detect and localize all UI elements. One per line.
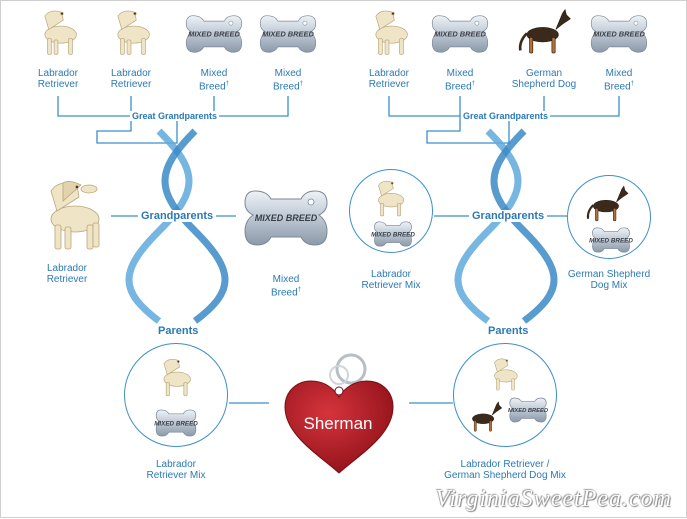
tag-text: MIXED BREED	[434, 30, 486, 39]
great-grandparent-3	[509, 7, 579, 62]
parent-right-circle: MIXED BREED	[453, 343, 557, 447]
mixed-breed-tag-icon: MIXED BREED	[429, 13, 491, 55]
great-grandparent-label: Mixed Breed†	[248, 68, 328, 92]
tag-text: MIXED BREED	[593, 30, 645, 39]
dog-name: Sherman	[299, 414, 377, 434]
great-grandparent-1	[354, 7, 424, 62]
german-shepherd-icon	[516, 7, 572, 57]
mixed-breed-tag-icon: MIXED BREED	[241, 187, 331, 249]
left-grandparents-title: Grandparents	[138, 210, 216, 222]
right-grandparent-left-circle: MIXED BREED	[349, 169, 433, 253]
labrador-icon	[361, 7, 417, 57]
left-dna-helix	[129, 131, 225, 321]
great-grandparent-4: MIXED BREED	[253, 13, 323, 60]
great-grandparent-2: MIXED BREED	[425, 13, 495, 60]
great-grandparent-2	[96, 7, 166, 62]
labrador-icon	[103, 7, 159, 57]
left-grandparent-label: Labrador Retriever	[37, 263, 97, 285]
german-shepherd-icon	[584, 184, 630, 224]
great-grandparent-3: MIXED BREED	[179, 13, 249, 60]
tag-text: MIXED BREED	[262, 30, 314, 39]
parents-title-left: Parents	[155, 325, 201, 337]
great-grandparent-label: Mixed Breed†	[579, 68, 659, 92]
labrador-icon	[484, 356, 524, 392]
great-grandparent-label: Labrador Retriever	[349, 68, 429, 90]
mixed-breed-tag-icon: MIXED BREED	[508, 396, 548, 424]
tag-text: MIXED BREED	[188, 30, 240, 39]
mixed-breed-tag-icon: MIXED BREED	[590, 226, 632, 254]
right-grandparent-right-circle: MIXED BREED	[567, 175, 651, 259]
mixed-breed-tag-icon: MIXED BREED	[372, 220, 414, 248]
great-grandparent-label: Mixed Breed†	[174, 68, 254, 92]
labrador-icon	[366, 178, 412, 218]
tag-text: MIXED BREED	[255, 213, 318, 223]
great-grandparent-1	[23, 7, 93, 62]
mixed-breed-tag-icon: MIXED BREED	[183, 13, 245, 55]
great-grandparent-4: MIXED BREED	[584, 13, 654, 60]
tag-text: MIXED BREED	[371, 231, 415, 238]
great-grandparent-label: German Shepherd Dog	[504, 68, 584, 90]
great-grandparent-label: Labrador Retriever	[91, 68, 171, 90]
right-great-grandparents-title: Great Grandparents	[461, 111, 550, 121]
left-grandparent-mixed-label: Mixed Breed†	[256, 263, 316, 298]
labrador-icon	[29, 177, 113, 253]
labrador-icon	[151, 356, 199, 398]
right-grandparents-title: Grandparents	[469, 210, 547, 222]
mixed-breed-tag-icon: MIXED BREED	[153, 408, 199, 438]
labrador-icon	[30, 7, 86, 57]
watermark: VirginiaSweetPea.com	[435, 486, 672, 513]
tag-text: MIXED BREED	[589, 237, 633, 244]
parents-title-right: Parents	[485, 325, 531, 337]
mixed-breed-tag-icon: MIXED BREED	[257, 13, 319, 55]
mixed-breed-tag-icon: MIXED BREED	[588, 13, 650, 55]
right-grandparent-left-label: Labrador Retriever Mix	[351, 269, 431, 291]
parent-left-label: Labrador Retriever Mix	[131, 459, 221, 481]
great-grandparent-label: Labrador Retriever	[18, 68, 98, 90]
left-great-grandparents-title: Great Grandparents	[130, 111, 219, 121]
tag-text: MIXED BREED	[508, 408, 548, 414]
right-dna-helix	[458, 131, 554, 321]
german-shepherd-icon	[464, 400, 504, 434]
right-grandparent-right-label: German Shepherd Dog Mix	[559, 269, 659, 291]
tag-text: MIXED BREED	[154, 420, 198, 427]
great-grandparent-label: Mixed Breed†	[420, 68, 500, 92]
parent-left-circle: MIXED BREED	[124, 343, 228, 447]
parent-right-label: Labrador Retriever / German Shepherd Dog…	[439, 459, 571, 481]
